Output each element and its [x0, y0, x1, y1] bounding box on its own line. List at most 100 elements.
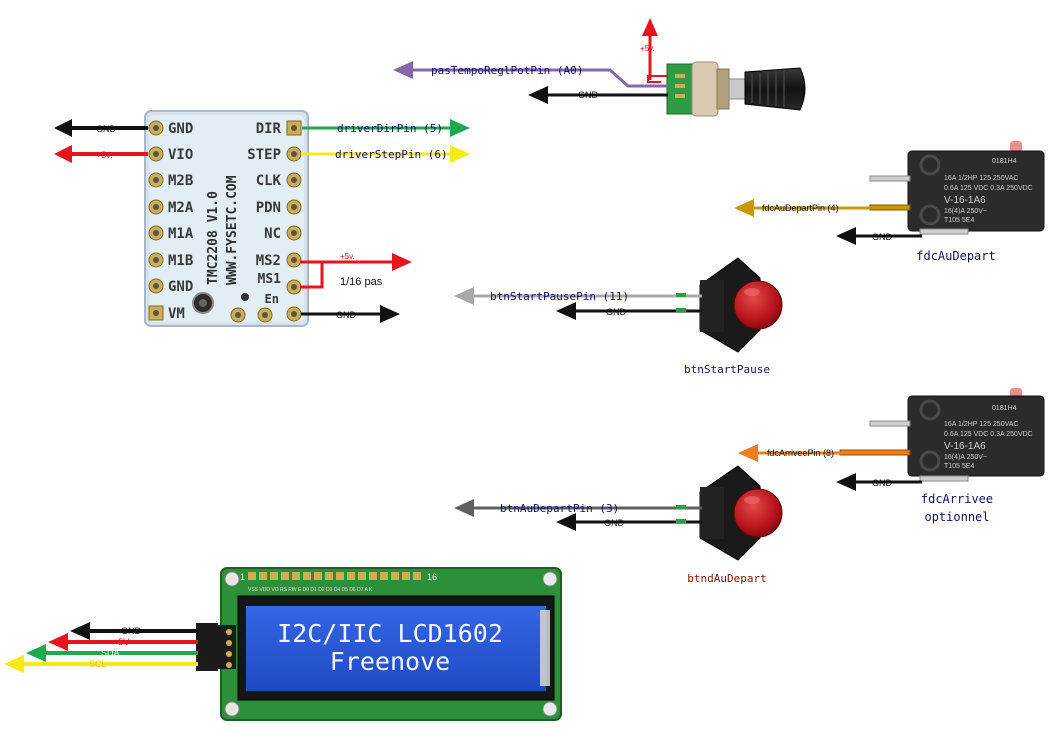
- pin-label-en: En: [265, 292, 279, 306]
- label-pot-gnd: GND: [578, 90, 599, 100]
- wire-pot-vcc-stub: [647, 75, 668, 83]
- push-button-start-pause: [699, 257, 783, 353]
- arrow-button-depart-signal: [454, 499, 474, 517]
- lcd-i2c-connector: [196, 623, 218, 671]
- switch-depart-rating3: 16(4)A 250V~: [944, 208, 987, 215]
- label-pot-vcc: +5v.: [640, 44, 655, 53]
- label-driver-en-gnd: GND: [336, 310, 357, 320]
- label-button-depart-pin: btnAuDepartPin (3): [500, 502, 619, 515]
- arrow-ms-5v: [392, 253, 412, 271]
- label-switch-arrivee-pin: fdcArriveePin (8): [767, 448, 834, 458]
- pot-wires: +5v. pasTempoReglPotPin (A0) GND: [393, 18, 668, 104]
- arrow-lcd-sda: [26, 644, 46, 662]
- arrow-pot-gnd: [528, 86, 548, 104]
- push-button-au-depart: [699, 465, 783, 561]
- pin-label-m1a: M1A: [168, 226, 194, 242]
- label-driver-5v: +5v.: [96, 150, 113, 160]
- pin-label-clk: CLK: [256, 173, 282, 189]
- pin-label-ms2: MS2: [256, 253, 281, 269]
- silk-model-label: TMC2208 V1.0: [206, 191, 221, 285]
- label-lcd-vcc: +5V: [113, 637, 129, 647]
- lcd-header-pin-labels: VSS VDD VO RS RW E D0 D1 D2 D3 D4 D5 D6 …: [248, 587, 373, 593]
- arrow-pot-signal: [393, 61, 413, 79]
- label-switch-depart-gnd: GND: [872, 232, 893, 242]
- arrow-driver-en-gnd: [380, 305, 400, 323]
- switch-depart-code: 0181H4: [992, 158, 1017, 165]
- arrow-button-start-signal: [454, 287, 474, 305]
- label-lcd-sda: SDA: [101, 648, 120, 658]
- button-start-cap-icon: [733, 280, 783, 330]
- switch-arrivee-rating1: 16A 1/2HP 125 250VAC: [944, 421, 1018, 428]
- left-pin-pads: [148, 120, 164, 321]
- lcd-wires: GND +5V SDA SCL: [4, 622, 198, 673]
- lcd-line-1: I2C/IIC LCD1602: [277, 619, 503, 648]
- switch-arrivee-model: V-16-1A6: [944, 441, 986, 452]
- pin-label-m1b: M1B: [168, 253, 193, 269]
- label-pot-pin: pasTempoReglPotPin (A0): [431, 64, 583, 77]
- potentiometer: [666, 61, 806, 117]
- switch-arrivee-body: [907, 395, 1045, 477]
- arrow-lcd-vcc: [48, 633, 68, 651]
- lcd-1602-module: 1 16 VSS VDD VO RS RW E D0 D1 D2 D3 D4 D…: [196, 567, 562, 721]
- tmc2208-driver-board: GND VIO M2B M2A M1A M1B GND VM DIR STEP …: [144, 110, 309, 327]
- arrow-lcd-scl: [4, 655, 24, 673]
- pin-label-gnd-1: GND: [168, 121, 193, 137]
- switch-arrivee-wires: fdcArriveePin (8) GND fdcArrivee optionn…: [738, 444, 993, 524]
- label-lcd-scl: SCL: [89, 659, 107, 669]
- label-ms-5v: +5v.: [340, 252, 355, 261]
- arrow-driver-step: [450, 145, 470, 163]
- limit-switch-arrivee: 0181H4 16A 1/2HP 125 250VAC 0.6A 125 VDC…: [839, 388, 1045, 482]
- wire-pot-signal: [412, 68, 668, 88]
- pin-label-vio: VIO: [168, 147, 193, 163]
- lcd-pin-sixteen: 16: [427, 572, 437, 582]
- silk-url-label: WWW.FYSETC.COM: [225, 175, 240, 285]
- driver-wires: GND +5v. driverDirPin (5) driverStepPin …: [54, 119, 470, 323]
- switch-depart-body: [907, 150, 1045, 232]
- arrow-switch-arrivee-signal: [738, 444, 758, 462]
- limit-switch-depart: 0181H4 16A 1/2HP 125 250VAC 0.6A 125 VDC…: [869, 141, 1045, 235]
- label-switch-depart-pin: fdcAuDepartPin (4): [762, 203, 839, 213]
- arrow-switch-depart-gnd: [836, 227, 856, 245]
- pin-label-m2b: M2B: [168, 173, 193, 189]
- pin-label-nc: NC: [264, 226, 281, 242]
- switch-arrivee-title: fdcArrivee: [921, 492, 993, 506]
- label-button-start-gnd: GND: [606, 307, 627, 317]
- arrow-lcd-gnd: [70, 622, 90, 640]
- pin-label-gnd-2: GND: [168, 279, 193, 295]
- switch-arrivee-code: 0181H4: [992, 405, 1017, 412]
- arrow-driver-dir: [450, 119, 470, 137]
- label-driver-dir-pin: driverDirPin (5): [337, 122, 443, 135]
- label-lcd-gnd: GND: [121, 626, 142, 636]
- switch-arrivee-date: T105 5E4: [944, 463, 974, 470]
- label-button-depart-gnd: GND: [604, 518, 625, 528]
- pin-label-step: STEP: [247, 147, 281, 163]
- switch-arrivee-rating3: 16(4)A 250V~: [944, 454, 987, 461]
- pin-label-dir: DIR: [256, 121, 282, 137]
- button-depart-cap-icon: [733, 488, 783, 538]
- pin-label-vm: VM: [168, 306, 185, 322]
- label-microstep: 1/16 pas: [340, 276, 383, 288]
- arrow-switch-depart-signal: [734, 199, 754, 217]
- lcd-screen: [246, 606, 546, 691]
- switch-depart-model: V-16-1A6: [944, 195, 986, 206]
- switch-arrivee-rating2: 0.6A 125 VDC 0.3A 250VDC: [944, 431, 1033, 438]
- pot-pcb: [666, 63, 696, 115]
- wire-ms-bridge: [300, 260, 324, 289]
- label-switch-arrivee-gnd: GND: [872, 478, 893, 488]
- label-driver-step-pin: driverStepPin (6): [335, 148, 448, 161]
- button-start-wires: btnStartPausePin (11) GND btnStartPause: [454, 287, 770, 376]
- label-driver-gnd: GND: [96, 124, 117, 134]
- label-button-start-pin: btnStartPausePin (11): [490, 290, 629, 303]
- pin-label-m2a: M2A: [168, 200, 194, 216]
- arrow-pot-vcc: [642, 18, 658, 36]
- switch-depart-rating1: 16A 1/2HP 125 250VAC: [944, 175, 1018, 182]
- button-start-title: btnStartPause: [684, 363, 770, 376]
- lcd-header-pins: [248, 572, 421, 580]
- lcd-pin-one: 1: [240, 572, 245, 582]
- arrow-switch-arrivee-gnd: [836, 473, 856, 491]
- switch-depart-wires: fdcAuDepartPin (4) GND fdcAuDepart: [734, 199, 996, 263]
- switch-depart-date: T105 5E4: [944, 217, 974, 224]
- arrow-button-start-gnd: [556, 302, 576, 320]
- arrow-driver-gnd: [54, 119, 72, 137]
